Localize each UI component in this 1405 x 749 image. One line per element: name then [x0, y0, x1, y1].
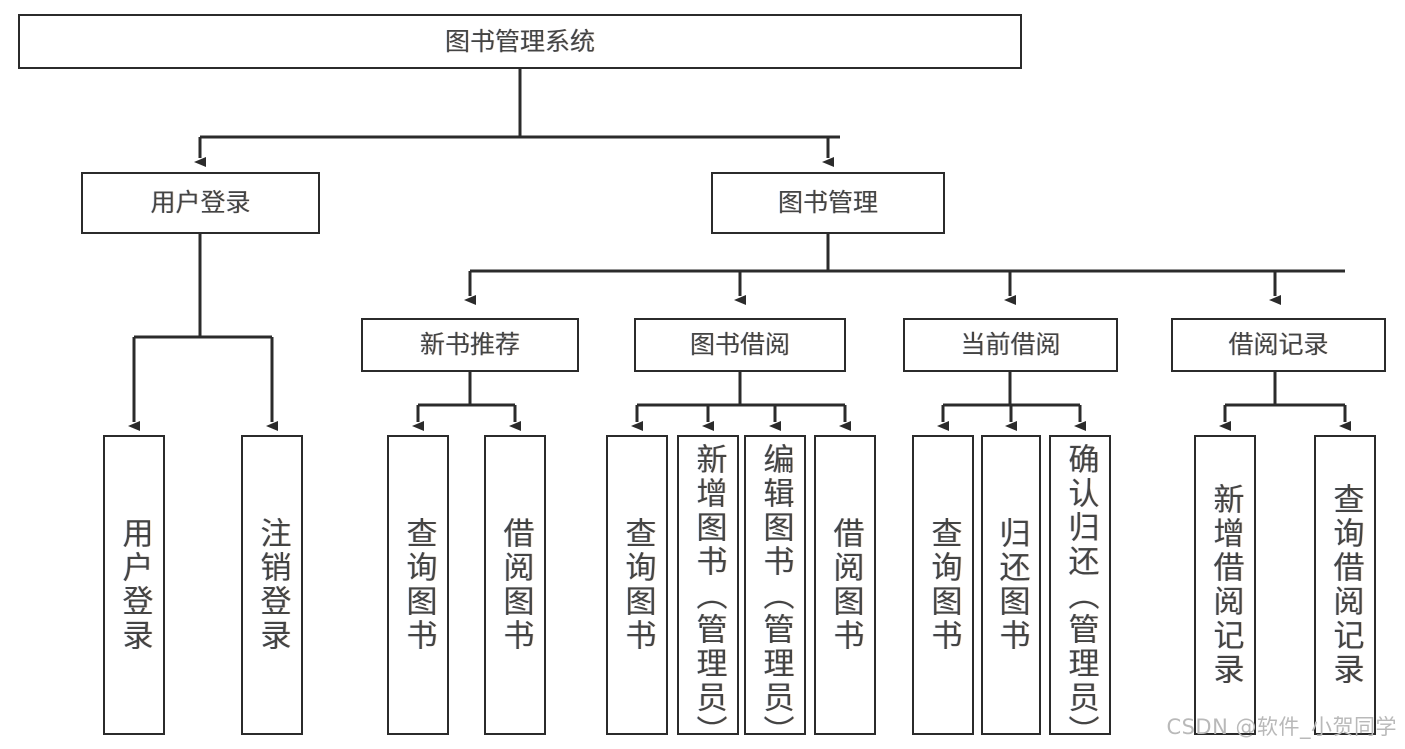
leaf-borrow-borrow-book[interactable]: 借阅图书	[814, 435, 876, 735]
leaf-label: 新增图书（管理员）	[690, 443, 727, 749]
node-root[interactable]: 图书管理系统	[18, 14, 1022, 69]
leaf-label: 查询借阅记录	[1327, 483, 1364, 687]
leaf-record-add-record[interactable]: 新增借阅记录	[1194, 435, 1256, 735]
watermark: CSDN @软件_小贺同学	[1166, 715, 1397, 739]
leaf-current-return-book[interactable]: 归还图书	[981, 435, 1041, 735]
node-borrow-record[interactable]: 借阅记录	[1171, 318, 1386, 372]
leaf-label: 查询图书	[400, 517, 437, 653]
node-book-management[interactable]: 图书管理	[711, 172, 945, 234]
leaf-label: 借阅图书	[827, 517, 864, 653]
node-root-label: 图书管理系统	[444, 26, 595, 56]
leaf-user-login-logout[interactable]: 注销登录	[241, 435, 303, 735]
leaf-label: 借阅图书	[497, 517, 534, 653]
leaf-current-confirm-return-admin[interactable]: 确认归还（管理员）	[1049, 435, 1111, 749]
node-borrow-record-label: 借阅记录	[1228, 330, 1329, 360]
node-current-borrow-label: 当前借阅	[960, 330, 1061, 360]
leaf-label: 查询图书	[925, 517, 962, 653]
leaf-borrow-add-book-admin[interactable]: 新增图书（管理员）	[677, 435, 739, 749]
leaf-record-query-record[interactable]: 查询借阅记录	[1314, 435, 1376, 735]
node-book-borrow-label: 图书借阅	[689, 330, 790, 360]
leaf-user-login-login[interactable]: 用户登录	[103, 435, 165, 735]
node-user-login[interactable]: 用户登录	[81, 172, 320, 234]
leaf-label: 查询图书	[619, 517, 656, 653]
leaf-new-book-borrow[interactable]: 借阅图书	[484, 435, 546, 735]
node-book-management-label: 图书管理	[777, 188, 878, 218]
leaf-label: 新增借阅记录	[1207, 483, 1244, 687]
node-book-borrow[interactable]: 图书借阅	[634, 318, 846, 372]
leaf-label: 注销登录	[254, 517, 291, 653]
leaf-label: 编辑图书（管理员）	[757, 443, 794, 749]
node-user-login-label: 用户登录	[150, 188, 251, 218]
leaf-label: 归还图书	[993, 517, 1030, 653]
leaf-label: 用户登录	[116, 517, 153, 653]
leaf-borrow-query-book[interactable]: 查询图书	[606, 435, 668, 735]
leaf-label: 确认归还（管理员）	[1062, 443, 1099, 749]
node-current-borrow[interactable]: 当前借阅	[903, 318, 1118, 372]
leaf-new-book-query[interactable]: 查询图书	[387, 435, 449, 735]
node-new-book-recommend[interactable]: 新书推荐	[361, 318, 579, 372]
leaf-borrow-edit-book-admin[interactable]: 编辑图书（管理员）	[744, 435, 806, 749]
node-new-book-recommend-label: 新书推荐	[419, 330, 520, 360]
leaf-current-query-book[interactable]: 查询图书	[912, 435, 974, 735]
